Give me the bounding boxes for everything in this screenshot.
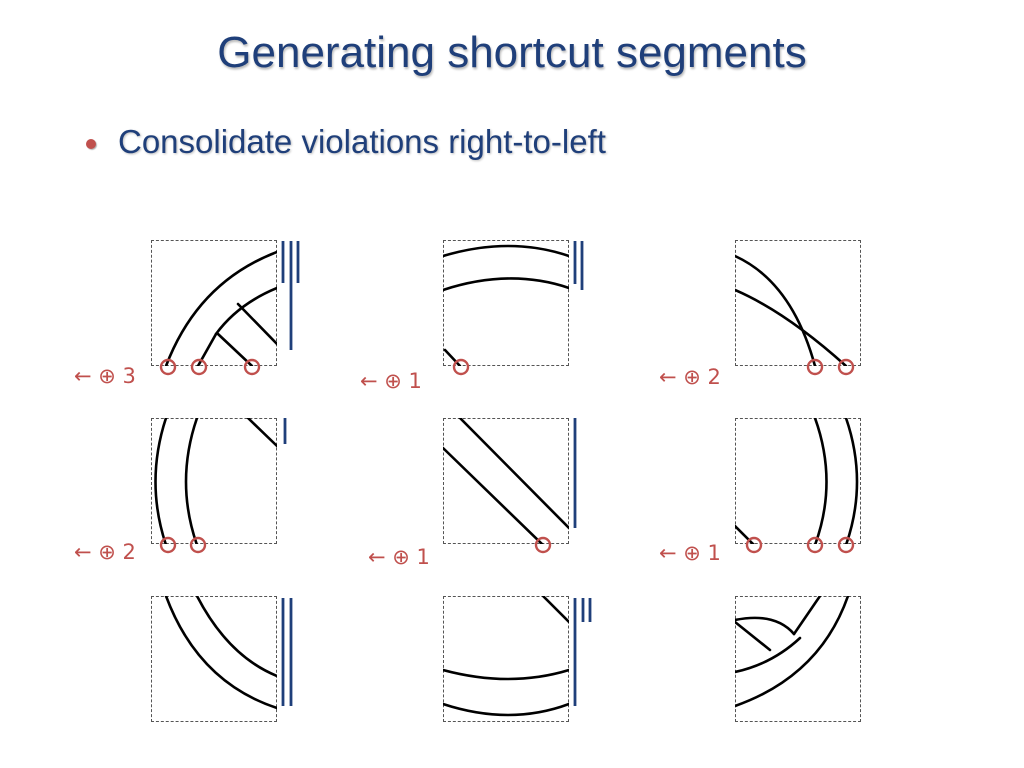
violation-marker bbox=[837, 536, 855, 554]
curve-bottom-left bbox=[164, 596, 277, 710]
curve-top-left bbox=[164, 250, 277, 366]
curve-top-right bbox=[735, 254, 848, 366]
consolidate-label-top-right: ← ⊕ 2 bbox=[659, 365, 721, 389]
panel-top-right bbox=[735, 240, 861, 366]
violation-marker bbox=[190, 358, 208, 376]
violation-markers bbox=[159, 358, 855, 554]
violation-marker bbox=[189, 536, 207, 554]
panel-top-middle bbox=[443, 240, 569, 366]
consolidate-label-middle-right: ← ⊕ 1 bbox=[659, 541, 721, 565]
panel-top-left bbox=[151, 240, 277, 366]
consolidate-label-top-left: ← ⊕ 3 bbox=[74, 364, 136, 388]
bullet-dot-icon bbox=[86, 139, 96, 149]
curve-bottom-middle bbox=[443, 596, 569, 717]
slide-title: Generating shortcut segments bbox=[217, 28, 807, 77]
violation-marker bbox=[806, 536, 824, 554]
violation-marker bbox=[534, 536, 552, 554]
curve-middle-left bbox=[154, 418, 277, 544]
curve-bottom-right bbox=[735, 596, 850, 708]
consolidate-label-middle-left: ← ⊕ 2 bbox=[74, 540, 136, 564]
consolidate-label-top-middle: ← ⊕ 1 bbox=[360, 369, 422, 393]
consolidate-label-middle-center: ← ⊕ 1 bbox=[368, 545, 430, 569]
curve-middle-center bbox=[443, 418, 569, 544]
violation-marker bbox=[745, 536, 763, 554]
violation-marker bbox=[806, 358, 824, 376]
bullet-item: Consolidate violations right-to-left bbox=[86, 123, 606, 161]
violation-marker bbox=[837, 358, 855, 376]
panel-bottom-right bbox=[735, 596, 861, 722]
shortcut-bars bbox=[281, 241, 592, 706]
panel-middle-left bbox=[151, 418, 277, 544]
violation-marker bbox=[159, 536, 177, 554]
violation-marker bbox=[159, 358, 177, 376]
panel-middle-right bbox=[735, 418, 861, 544]
panel-middle-center bbox=[443, 418, 569, 544]
curve-top-middle bbox=[443, 244, 569, 366]
bullet-text: Consolidate violations right-to-left bbox=[118, 123, 606, 160]
curve-middle-right bbox=[735, 418, 859, 544]
panel-bottom-middle bbox=[443, 596, 569, 722]
panel-bottom-left bbox=[151, 596, 277, 722]
violation-marker bbox=[243, 358, 261, 376]
violation-marker bbox=[452, 358, 470, 376]
